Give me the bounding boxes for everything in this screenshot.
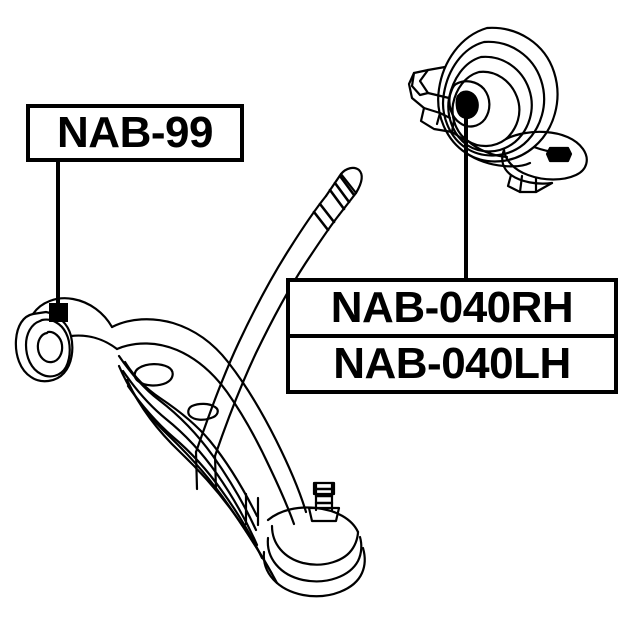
bushing-left-collar-lower xyxy=(407,71,442,115)
control-arm-rib-3 xyxy=(126,384,264,560)
ball-joint-collar-body xyxy=(270,524,360,566)
rear-bushing-inner-bore xyxy=(36,330,64,364)
control-arm-lower-edge-2 xyxy=(125,378,279,585)
lightening-hole-upper xyxy=(133,363,174,387)
ball-joint-stud-flange xyxy=(307,506,341,523)
mounting-flange-body xyxy=(502,130,588,181)
flange-tab-edges xyxy=(518,174,538,194)
stabilizer-link-shaft-outer xyxy=(194,194,328,454)
bushing-left-collar-upper xyxy=(418,65,451,100)
ball-joint-collar-top xyxy=(266,506,360,534)
ball-joint-housing-outer xyxy=(266,535,363,583)
rear-bushing-mid-ring xyxy=(24,318,71,378)
part-label-group-nab-040: NAB-040RH NAB-040LH xyxy=(286,278,618,394)
bushing-outer-body xyxy=(437,26,559,163)
ball-joint-housing-base xyxy=(262,546,366,598)
ball-joint-stud-head xyxy=(312,481,336,496)
stabilizer-link-stub xyxy=(194,450,218,492)
bushing-inner-sleeve xyxy=(448,80,491,128)
rear-bushing-outer-sleeve xyxy=(14,310,74,383)
part-label-nab-99-text: NAB-99 xyxy=(57,108,213,157)
nab-99-callout-marker xyxy=(49,303,68,322)
part-label-nab-040lh-text: NAB-040LH xyxy=(333,339,571,388)
bushing-left-collar-edge xyxy=(435,111,452,126)
thread-grooves-upper xyxy=(328,174,356,211)
bushing-housing-bottom xyxy=(69,334,119,351)
control-arm-drawing xyxy=(14,166,366,598)
ball-joint-stud-threads xyxy=(314,487,334,505)
lightening-hole-lower xyxy=(187,402,219,421)
bracket-rear-edge xyxy=(532,145,559,154)
arm-end-bracket xyxy=(244,492,260,527)
flange-bolt-slot xyxy=(545,146,573,163)
part-label-nab-040lh: NAB-040LH xyxy=(290,334,614,390)
bushing-ring-4 xyxy=(451,70,521,148)
bushing-housing-top xyxy=(31,297,114,329)
bushing-left-skirt-edge xyxy=(450,118,468,143)
part-label-nab-040rh-text: NAB-040RH xyxy=(330,283,574,332)
thread-grooves-lower xyxy=(312,202,336,232)
bushing-bracket-neck-inner xyxy=(466,139,509,159)
stabilizer-link-shaft-inner xyxy=(213,213,341,458)
threaded-end-body xyxy=(324,172,358,217)
hydraulic-bushing-drawing xyxy=(407,26,588,194)
part-label-nab-99: NAB-99 xyxy=(26,104,244,162)
control-arm-upper-fold xyxy=(115,342,296,526)
bushing-bracket-neck xyxy=(464,151,532,168)
part-label-nab-040rh: NAB-040RH xyxy=(290,282,614,334)
control-arm-upper-edge xyxy=(110,318,308,514)
bushing-left-collar-face xyxy=(410,68,430,97)
threaded-end-tip xyxy=(339,166,363,195)
bushing-left-skirt xyxy=(419,106,454,134)
